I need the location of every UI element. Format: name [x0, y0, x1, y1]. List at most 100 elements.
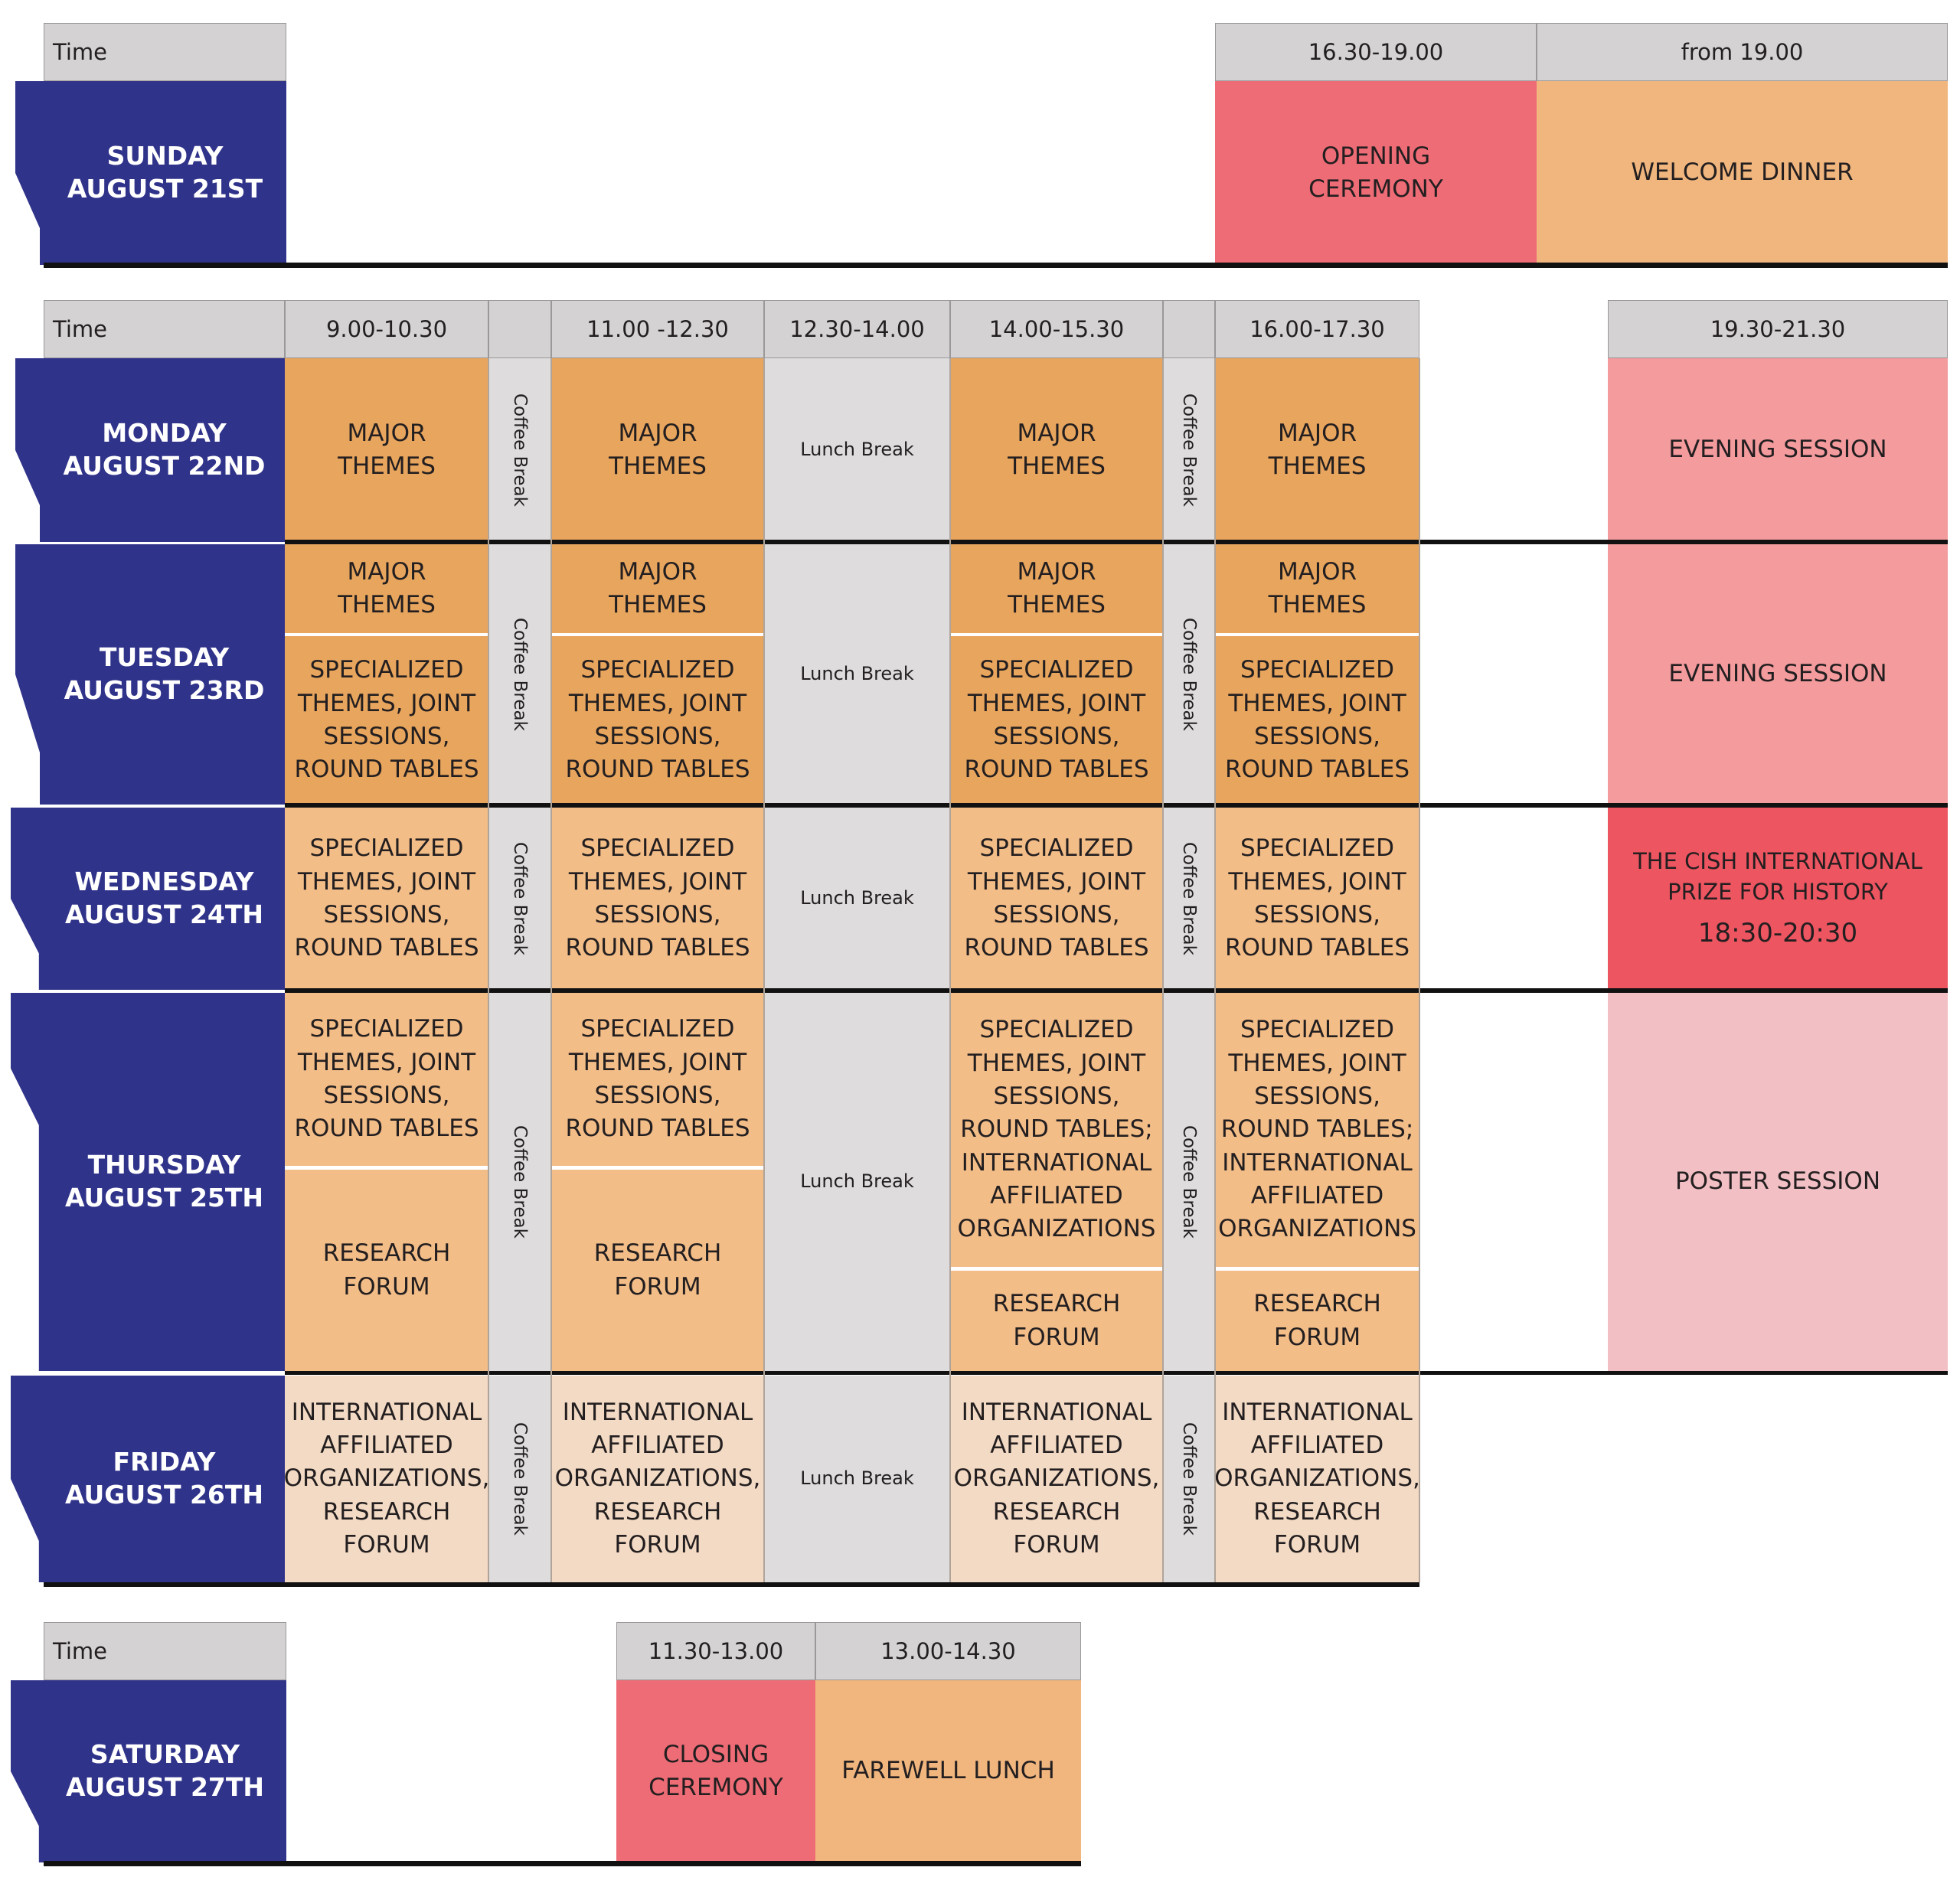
day-name: TUESDAY — [99, 642, 230, 673]
thursday-research-forum-2: RESEARCH FORUM — [551, 1170, 764, 1371]
slot-header-sunday-2: from 19.00 — [1537, 23, 1948, 81]
monday-evening-session: EVENING SESSION — [1608, 358, 1948, 542]
day-tab-wednesday — [11, 808, 46, 990]
tuesday-coffee-break-1: Coffee Break — [488, 544, 551, 805]
day-tab-thursday — [11, 993, 46, 1371]
slot-header-sunday-1: 16.30-19.00 — [1215, 23, 1537, 81]
sunday-baseline — [44, 263, 1948, 268]
wednesday-cish-prize: THE CISH INTERNATIONAL PRIZE FOR HISTORY… — [1608, 808, 1948, 990]
saturday-baseline — [44, 1861, 1081, 1866]
day-label-thursday: THURSDAY AUGUST 25TH — [44, 993, 285, 1371]
day-date: AUGUST 27TH — [65, 1772, 265, 1802]
wednesday-specialized-2: SPECIALIZED THEMES, JOINT SESSIONS, ROUN… — [551, 808, 764, 990]
column-separator — [1162, 358, 1164, 1582]
day-name: THURSDAY — [87, 1150, 241, 1180]
tuesday-coffee-break-2: Coffee Break — [1163, 544, 1215, 805]
day-label-saturday: SATURDAY AUGUST 27TH — [44, 1680, 286, 1862]
day-tab-tuesday — [15, 544, 46, 805]
column-separator — [550, 358, 552, 1582]
wednesday-coffee-break-1: Coffee Break — [488, 808, 551, 990]
cell-divider — [285, 1166, 488, 1170]
friday-lunch-break: Lunch Break — [764, 1376, 950, 1582]
thursday-research-forum-3: RESEARCH FORUM — [950, 1271, 1163, 1371]
day-tab-saturday — [11, 1680, 46, 1862]
tuesday-specialized-4: SPECIALIZED THEMES, JOINT SESSIONS, ROUN… — [1215, 636, 1419, 805]
wednesday-specialized-3: SPECIALIZED THEMES, JOINT SESSIONS, ROUN… — [950, 808, 1163, 990]
thursday-specialized-intl-1: SPECIALIZED THEMES, JOINT SESSIONS, ROUN… — [950, 993, 1163, 1267]
tuesday-major-themes-2: MAJOR THEMES — [551, 544, 764, 633]
row-divider — [285, 803, 1948, 808]
tuesday-specialized-3: SPECIALIZED THEMES, JOINT SESSIONS, ROUN… — [950, 636, 1163, 805]
slot-header-saturday-2: 13.00-14.30 — [815, 1622, 1081, 1680]
day-name: FRIDAY — [113, 1447, 216, 1477]
slot-header-saturday-1: 11.30-13.00 — [616, 1622, 815, 1680]
tuesday-specialized-2: SPECIALIZED THEMES, JOINT SESSIONS, ROUN… — [551, 636, 764, 805]
row-divider — [285, 540, 1948, 544]
cell-divider — [1215, 1267, 1419, 1271]
cell-divider — [285, 633, 488, 636]
day-date: AUGUST 23RD — [64, 675, 265, 705]
day-name: SATURDAY — [90, 1739, 240, 1770]
day-name: WEDNESDAY — [74, 867, 254, 897]
tuesday-major-themes-3: MAJOR THEMES — [950, 544, 1163, 633]
slot-header-9: 9.00-10.30 — [285, 300, 488, 358]
friday-intl-2: INTERNATIONAL AFFILIATED ORGANIZATIONS, … — [551, 1376, 764, 1582]
day-label-wednesday: WEDNESDAY AUGUST 24TH — [44, 808, 285, 990]
cell-divider — [950, 633, 1163, 636]
thursday-poster-session: POSTER SESSION — [1608, 993, 1948, 1371]
day-date: AUGUST 24TH — [64, 899, 264, 929]
wednesday-specialized-4: SPECIALIZED THEMES, JOINT SESSIONS, ROUN… — [1215, 808, 1419, 990]
day-date: AUGUST 25TH — [64, 1183, 264, 1213]
friday-coffee-break-2: Coffee Break — [1163, 1376, 1215, 1582]
wednesday-coffee-break-2: Coffee Break — [1163, 808, 1215, 990]
day-label-sunday: SUNDAY AUGUST 21ST — [44, 81, 286, 265]
slot-header-coffee-2 — [1163, 300, 1215, 358]
cell-divider — [551, 1166, 764, 1170]
friday-intl-1: INTERNATIONAL AFFILIATED ORGANIZATIONS, … — [284, 1376, 489, 1582]
time-header-sunday: Time — [44, 23, 286, 81]
thursday-lunch-break: Lunch Break — [764, 993, 950, 1371]
thursday-specialized-2: SPECIALIZED THEMES, JOINT SESSIONS, ROUN… — [551, 993, 764, 1166]
day-date: AUGUST 22ND — [63, 451, 266, 481]
welcome-dinner: WELCOME DINNER — [1537, 81, 1948, 265]
row-divider — [285, 988, 1948, 993]
thursday-specialized-intl-2: SPECIALIZED THEMES, JOINT SESSIONS, ROUN… — [1215, 993, 1419, 1267]
slot-header-1230: 12.30-14.00 — [764, 300, 950, 358]
tuesday-major-themes-1: MAJOR THEMES — [285, 544, 488, 633]
prize-time: 18:30-20:30 — [1697, 917, 1858, 948]
monday-coffee-break-2: Coffee Break — [1163, 358, 1215, 542]
slot-header-1930: 19.30-21.30 — [1608, 300, 1948, 358]
tuesday-lunch-break: Lunch Break — [764, 544, 950, 805]
tuesday-evening-session: EVENING SESSION — [1608, 544, 1948, 805]
friday-intl-4: INTERNATIONAL AFFILIATED ORGANIZATIONS, … — [1214, 1376, 1420, 1582]
day-name: MONDAY — [102, 418, 227, 449]
cell-divider — [950, 1267, 1163, 1271]
slot-header-coffee-1 — [488, 300, 551, 358]
column-separator — [488, 358, 489, 1582]
day-tab-monday — [15, 358, 46, 542]
column-separator — [763, 358, 765, 1582]
closing-ceremony: CLOSING CEREMONY — [616, 1680, 815, 1862]
day-date: AUGUST 26TH — [64, 1480, 264, 1510]
thursday-specialized-1: SPECIALIZED THEMES, JOINT SESSIONS, ROUN… — [285, 993, 488, 1166]
column-separator — [1419, 358, 1420, 1582]
slot-header-14: 14.00-15.30 — [950, 300, 1163, 358]
tuesday-specialized-1: SPECIALIZED THEMES, JOINT SESSIONS, ROUN… — [285, 636, 488, 805]
monday-coffee-break-1: Coffee Break — [488, 358, 551, 542]
slot-header-11: 11.00 -12.30 — [551, 300, 764, 358]
time-header-saturday: Time — [44, 1622, 286, 1680]
day-date: AUGUST 21ST — [67, 174, 263, 204]
day-label-friday: FRIDAY AUGUST 26TH — [44, 1376, 285, 1582]
column-separator — [1214, 358, 1216, 1582]
slot-header-16: 16.00-17.30 — [1215, 300, 1419, 358]
thursday-research-forum-4: RESEARCH FORUM — [1215, 1271, 1419, 1371]
cell-divider — [551, 633, 764, 636]
day-tab-friday — [11, 1376, 46, 1582]
thursday-coffee-break-2: Coffee Break — [1163, 993, 1215, 1371]
day-tab-sunday — [15, 81, 46, 265]
monday-lunch-break: Lunch Break — [764, 358, 950, 542]
farewell-lunch: FAREWELL LUNCH — [815, 1680, 1081, 1862]
friday-baseline — [44, 1582, 1419, 1587]
opening-ceremony: OPENING CEREMONY — [1215, 81, 1537, 265]
monday-major-themes-2: MAJOR THEMES — [551, 358, 764, 542]
